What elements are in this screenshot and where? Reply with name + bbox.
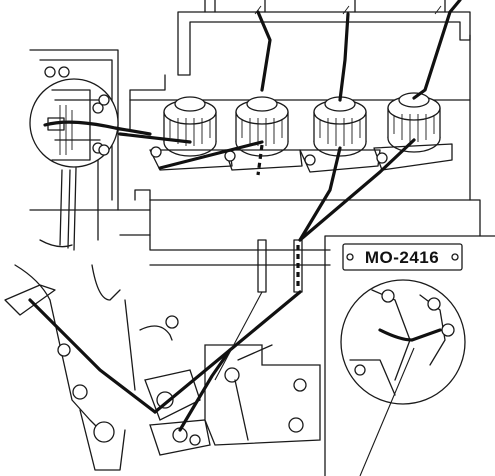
model-plate	[342, 243, 463, 271]
tension-dial-3	[299, 96, 381, 173]
upper-looper-box	[204, 344, 321, 446]
looper-detail-magnifier	[340, 279, 466, 405]
center-thread-guide	[257, 239, 303, 293]
thread-path-3	[296, 12, 350, 290]
tension-dial-4	[373, 92, 453, 171]
thread-path-1	[118, 132, 264, 170]
tension-dial-2	[224, 96, 303, 171]
model-plate-panel: MO-2416	[324, 235, 495, 476]
left-side-plate	[39, 66, 110, 251]
looper-pointer-line	[359, 347, 415, 476]
presser-foot-assembly	[4, 264, 126, 471]
model-number-label: MO-2416	[365, 248, 439, 267]
thread-path-lower	[28, 291, 263, 414]
thread-path-2	[256, 10, 272, 176]
top-thread-guide-bar	[177, 0, 471, 76]
needle-detail-magnifier	[29, 78, 152, 168]
thread-path-4	[178, 0, 462, 432]
